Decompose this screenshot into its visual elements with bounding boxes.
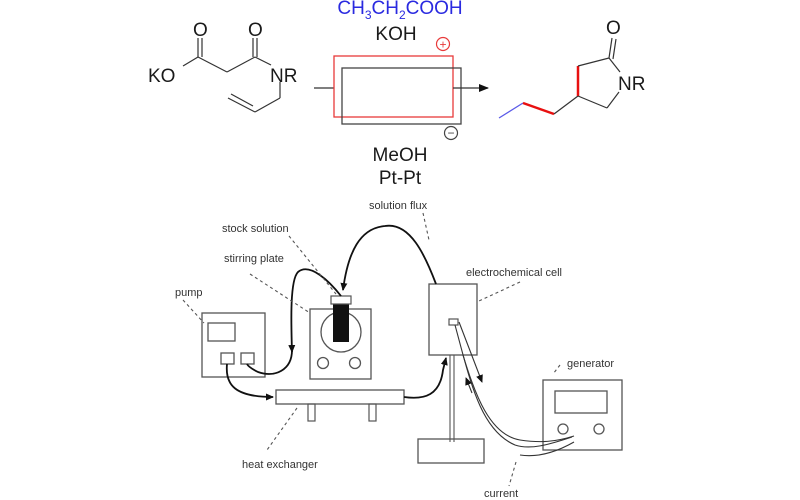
label-electrochemical-cell: electrochemical cell — [466, 267, 562, 279]
alkene-bond — [227, 97, 256, 113]
bond — [577, 95, 608, 109]
stand-base — [417, 438, 485, 464]
current-wire-in — [462, 354, 575, 443]
leader-solution-flux — [422, 212, 430, 241]
bond — [553, 95, 579, 115]
generator — [542, 379, 623, 451]
flow-apparatus: stock solution stirring plate pump solut… — [175, 200, 623, 500]
current-wire-out — [454, 324, 573, 448]
product-structure: O NR — [498, 18, 645, 119]
label-current: current — [484, 488, 518, 500]
generator-terminal — [557, 423, 569, 435]
tube-heat-exchanger-to-cell — [403, 357, 448, 399]
heat-exchanger-leg — [368, 403, 377, 422]
stirring-plate-knob — [348, 356, 362, 370]
label-stirring-plate: stirring plate — [224, 253, 284, 265]
leader-heat-exchanger — [266, 407, 298, 451]
bond — [606, 91, 620, 109]
tube-stock-to-pump — [288, 268, 342, 353]
nr-label: NR — [618, 74, 645, 95]
product-methyl-bond — [498, 102, 524, 119]
stirring-plate — [309, 295, 372, 380]
label-solution-flux: solution flux — [369, 200, 428, 212]
bond — [197, 56, 228, 73]
pump-body — [201, 312, 266, 378]
leader-current — [508, 461, 517, 487]
alkene-bond-b — [230, 93, 254, 107]
label-generator: generator — [567, 358, 614, 370]
bond — [254, 56, 272, 66]
leader-generator — [552, 364, 561, 375]
tube-cell-to-stock — [340, 224, 437, 291]
electrochemical-cell-body — [428, 283, 478, 356]
label-stock-solution: stock solution — [222, 223, 289, 235]
current-arrow-down — [458, 321, 483, 383]
anode-plus-icon — [435, 36, 451, 52]
vessel-cap — [330, 295, 352, 305]
label-heat-exchanger: heat exchanger — [242, 459, 318, 471]
solvent-meoh: MeOH — [373, 145, 428, 166]
electrochemical-cell — [417, 283, 485, 464]
cell-electrode — [448, 318, 459, 326]
tube-pump-to-heat-exchanger — [225, 363, 274, 401]
current-arrow-up — [465, 377, 473, 394]
pump-port-1 — [220, 352, 235, 365]
current-wire-lower — [519, 441, 575, 457]
generator-terminal — [593, 423, 605, 435]
anode-symbol: + — [439, 38, 446, 52]
nr-label: NR — [270, 66, 297, 87]
reagent-koh: KOH — [375, 24, 416, 45]
pump-port-2 — [240, 352, 255, 365]
cathode-electrode — [341, 67, 462, 125]
anode-electrode — [333, 55, 454, 118]
generator-body — [542, 379, 623, 451]
oxygen-label: O — [606, 18, 621, 39]
oxygen-label: O — [193, 20, 208, 41]
pump — [201, 312, 266, 378]
generator-display — [554, 390, 608, 414]
stirring-plate-knob — [316, 356, 330, 370]
label-pump: pump — [175, 287, 203, 299]
reaction-conditions: CH3CH2COOH KOH + − MeOH Pt-Pt — [314, 0, 489, 189]
reagent-propionic-acid: CH3CH2COOH — [337, 0, 462, 22]
bond — [226, 56, 256, 73]
bond — [254, 97, 281, 113]
heat-exchanger-leg — [307, 403, 316, 422]
ko-label: KO — [148, 66, 175, 87]
oxygen-label: O — [248, 20, 263, 41]
stock-solution-vessel — [333, 304, 349, 342]
carbonyl-bond — [608, 37, 613, 59]
leader-stirring-plate — [249, 273, 311, 314]
product-new-bond-1 — [522, 101, 555, 116]
leader-electrochemical-cell — [478, 281, 521, 302]
electrodes-pt-pt: Pt-Pt — [379, 168, 422, 189]
tube-to-pump-inlet — [246, 349, 293, 375]
heat-exchanger-body — [275, 389, 405, 405]
carbonyl-bond-b — [612, 38, 617, 60]
cathode-symbol: − — [447, 126, 454, 140]
leader-pump — [182, 299, 205, 324]
cathode-minus-icon — [443, 125, 459, 141]
pump-display — [207, 322, 236, 342]
bond — [182, 56, 199, 67]
reactant-structure: KO O O NR — [148, 20, 297, 113]
bond — [608, 57, 621, 73]
heat-exchanger — [275, 389, 405, 422]
bond — [577, 57, 610, 67]
leader-stock-solution — [288, 235, 337, 295]
